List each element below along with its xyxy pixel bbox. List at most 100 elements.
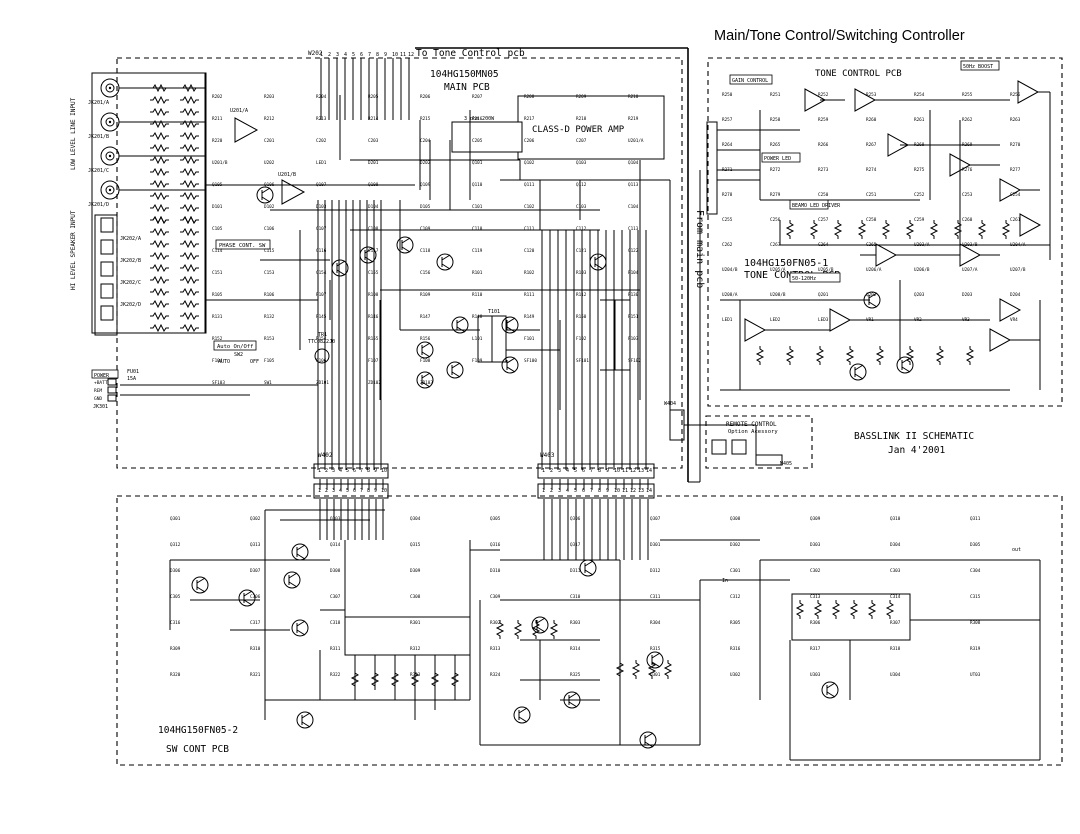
main-component-label: C119	[472, 248, 483, 254]
resistor	[977, 220, 987, 239]
main-component-label: U202	[264, 160, 275, 166]
rca-jack-label: JK201/B	[88, 134, 109, 140]
resistor	[785, 346, 795, 365]
main-component-label: R152	[212, 336, 223, 342]
tone-component-label: R258	[770, 117, 781, 123]
resistor	[150, 119, 169, 129]
main-component-label: C105	[212, 226, 223, 232]
resistor	[180, 263, 199, 273]
resistor	[150, 215, 169, 225]
out-label: out	[1012, 547, 1021, 553]
sw-component-label: R307	[890, 620, 901, 626]
main-component-label: R209	[576, 94, 587, 100]
resistor	[495, 620, 505, 639]
hi-jack-label: JK202/B	[120, 258, 141, 264]
transistor-body	[291, 543, 309, 561]
sw-component-label: C305	[170, 594, 181, 600]
sw-component-label: D309	[410, 568, 421, 574]
wire	[901, 366, 911, 373]
transistor-body	[396, 236, 414, 254]
sw-component-label: Q309	[810, 516, 821, 522]
wire	[401, 237, 411, 244]
tone-component-label: C262	[722, 242, 733, 248]
main-component-label: R210	[628, 94, 639, 100]
low-level-input-label: LOW LEVEL LINE INPUT	[70, 97, 77, 170]
tone-component-label: C260	[962, 217, 973, 223]
diagram-title: Main/Tone Control/Switching Controller	[714, 28, 965, 44]
resistor	[180, 203, 199, 213]
tone-component-label: VR2	[914, 317, 922, 323]
tone-tag-label: 50Hz BOOST	[963, 64, 993, 70]
main-component-label: R106	[264, 292, 275, 298]
connector-pin-number: 11	[622, 488, 628, 494]
transistor-body	[238, 589, 256, 607]
wire	[644, 732, 654, 739]
main-component-label: ZD102	[368, 380, 381, 386]
opamp-u201a: U201/A U201/B	[230, 108, 306, 205]
wire	[518, 716, 528, 723]
main-component-label: C117	[368, 248, 379, 254]
resistor	[180, 131, 199, 141]
top-connector-label: To Tone Control pcb	[416, 48, 525, 59]
resistor	[430, 670, 440, 689]
speaker-input-connector	[94, 214, 118, 336]
power-label-box	[91, 369, 119, 379]
resistor	[795, 600, 805, 619]
sw-component-label: R317	[810, 646, 821, 652]
rca-jack-label: JK201/D	[88, 202, 109, 208]
wire	[301, 712, 311, 719]
w403-label: W403	[540, 452, 555, 459]
main-component-label: R216	[472, 116, 483, 122]
main-component-label: R219	[628, 116, 639, 122]
main-component-label: R214	[368, 116, 379, 122]
wire	[196, 586, 206, 593]
tone-component-label: C257	[818, 217, 829, 223]
interconnect-bus	[319, 170, 757, 490]
main-component-label: Q109	[420, 182, 431, 188]
main-component-label: SF103	[212, 380, 225, 386]
sw-component-label: D306	[170, 568, 181, 574]
resistor	[180, 311, 199, 321]
tone-component-label: U205/A	[770, 267, 786, 273]
opamp	[999, 178, 1022, 202]
main-component-label: C204	[420, 138, 431, 144]
top-pin-number: 5	[352, 52, 355, 58]
sw-component-label: Q308	[730, 516, 741, 522]
wire	[296, 553, 306, 560]
tone-pcb-part: 104HG150FN05-1	[744, 258, 828, 269]
sw-component-label: R304	[650, 620, 661, 626]
sw-component-label: Q304	[410, 516, 421, 522]
fuse-rating: 15A	[127, 376, 136, 382]
sw-component-label: R302	[490, 620, 501, 626]
tone-component-label: U206/B	[914, 267, 930, 273]
sw-component-label: UT03	[970, 672, 981, 678]
sw-component-label: D311	[570, 568, 581, 574]
tone-component-label: C256	[770, 217, 781, 223]
connector-housing	[537, 463, 655, 479]
power-terminal-label: GND	[94, 396, 102, 402]
resistor	[965, 346, 975, 365]
main-component-label: C151	[212, 270, 223, 276]
m405-label: M405	[780, 461, 792, 467]
connector-pin-number: 11	[622, 468, 628, 474]
sw-component-label: C318	[330, 620, 341, 626]
wire	[594, 254, 604, 261]
sw-component-label: Q313	[250, 542, 261, 548]
main-component-label: R220	[212, 138, 223, 144]
tone-component-label: LED1	[722, 317, 733, 323]
tone-component-label: C259	[914, 217, 925, 223]
transistor-body	[191, 576, 209, 594]
resistor	[809, 220, 819, 239]
opamp	[744, 318, 767, 342]
resistor	[410, 670, 420, 689]
main-wiring	[120, 95, 671, 470]
sw-transistors	[191, 543, 839, 749]
main-component-label: C109	[420, 226, 431, 232]
ohm-label: 3 ohm 200W	[464, 116, 495, 122]
resistor	[815, 346, 825, 365]
tone-component-label: R279	[770, 192, 781, 198]
sw-component-label: C313	[810, 594, 821, 600]
resistor	[150, 263, 169, 273]
wire	[584, 560, 594, 567]
